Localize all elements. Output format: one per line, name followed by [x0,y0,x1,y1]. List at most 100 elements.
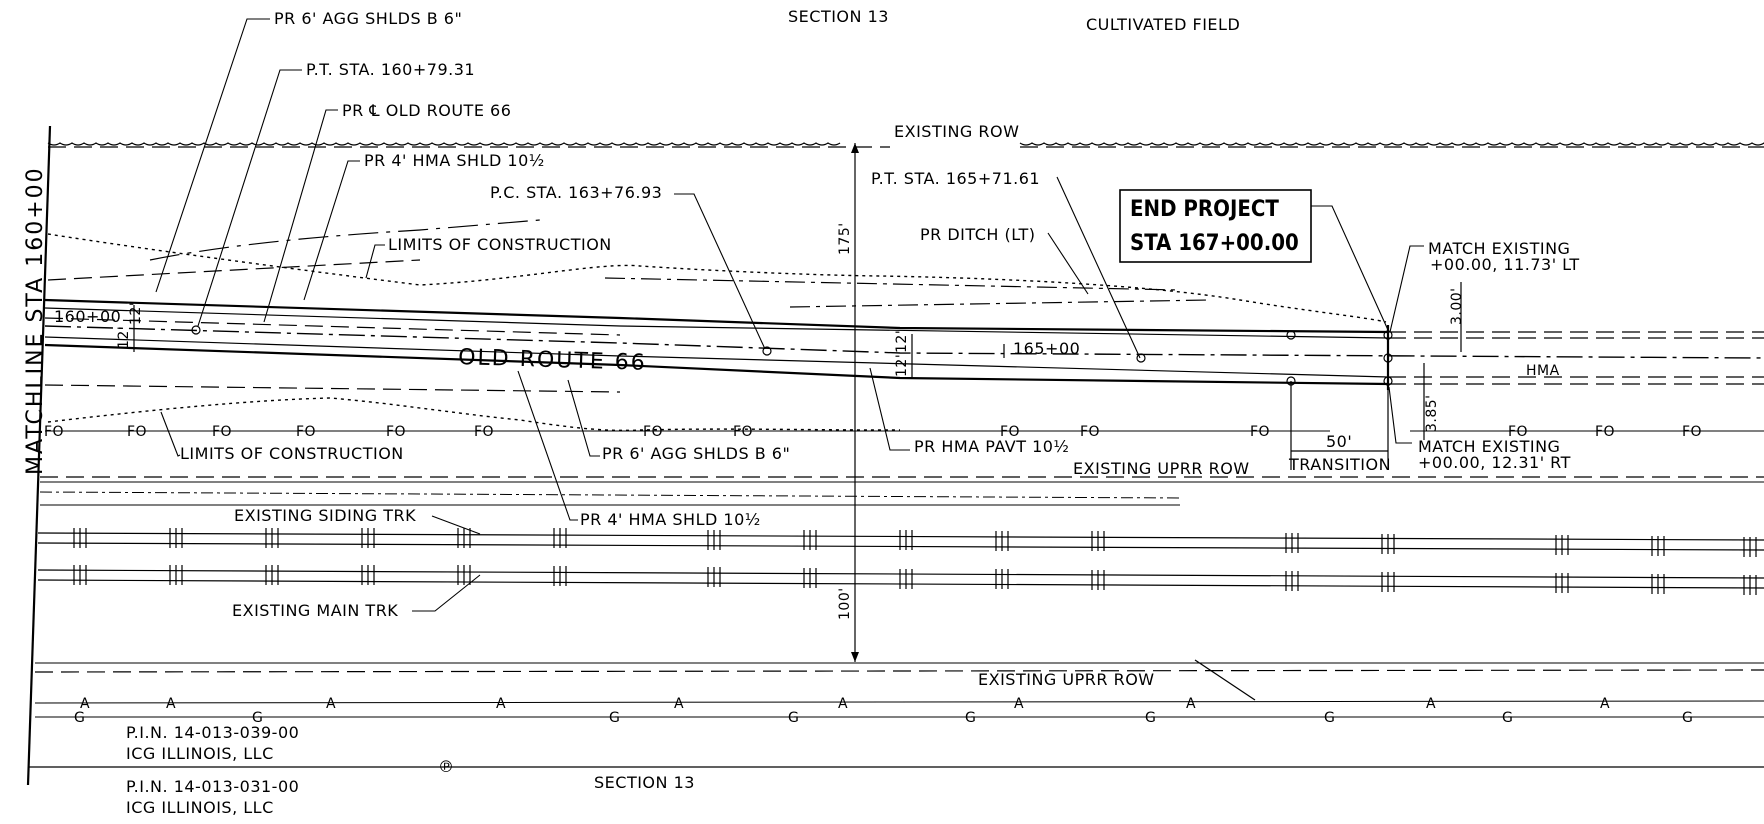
pr-ditch-flow [789,299,1211,308]
pr-hma-shld-bottom-label: PR 4' HMA SHLD 10½ [580,510,761,529]
dim-3-00-label: 3.00' [1449,287,1465,325]
fo-label-11: FO [1250,424,1270,440]
edge-of-pavement-north [44,298,1389,334]
g-label-6: G [1145,710,1156,726]
pr-cl-old-route-label: PR ℄ OLD ROUTE 66 [342,101,511,120]
dim-12a: 12' [116,326,132,349]
fiber-optic-line-2 [39,491,1181,499]
fo-label-9: FO [1000,424,1020,440]
track-ties [73,528,1757,595]
hma-label: HMA [1526,363,1560,379]
fo-label-1: FO [44,424,64,440]
match-lt-line1: MATCH EXISTING [1428,239,1570,258]
pr-hma-shld-top-label: PR 4' HMA SHLD 10½ [364,151,545,170]
pt-sta-165-label: P.T. STA. 165+71.61 [871,169,1040,188]
old-route-66-label: OLD ROUTE 66 [458,345,647,376]
cultivated-field-label: CULTIVATED FIELD [1086,15,1240,34]
end-project-callout: END PROJECT STA 167+00.00 [1119,189,1312,263]
fo-label-7: FO [643,424,663,440]
owner-2-label: ICG ILLINOIS, LLC [126,798,274,817]
g-label-5: G [965,710,976,726]
existing-utility-upper [149,219,541,261]
a-label-3: A [326,696,336,712]
limits-of-construction-upper [47,233,1387,323]
existing-siding-label: EXISTING SIDING TRK [234,506,416,525]
transition-label: TRANSITION [1288,455,1391,474]
shoulder-north [44,307,1389,339]
g-label-8: G [1502,710,1513,726]
dim-12b: 12' [128,302,144,325]
fo-label-14: FO [1682,424,1702,440]
a-label-2: A [166,696,176,712]
fo-label-8: FO [733,424,753,440]
section-top-label: SECTION 13 [788,7,889,26]
a-label-10: A [1600,696,1610,712]
existing-main-label: EXISTING MAIN TRK [232,601,398,620]
fo-label-4: FO [296,424,316,440]
lane-line-south [44,384,621,393]
existing-uprr-row-1 [40,476,1764,483]
fo-label-6: FO [474,424,494,440]
a-label-4: A [496,696,506,712]
offset-dimension-line [851,143,859,662]
owner-1-label: ICG ILLINOIS, LLC [126,744,274,763]
dim-175-label: 175' [837,222,853,255]
lane-line-north [44,317,621,336]
pr-agg-shlds-bottom-label: PR 6' AGG SHLDS B 6" [602,444,790,463]
existing-row-top [47,142,1764,148]
dim-100-label: 100' [837,587,853,620]
dim-50-label: 50' [1326,432,1352,451]
pin-1-label: P.I.N. 14-013-039-00 [126,723,299,742]
station-165-label: 165+00 [1013,339,1080,358]
pr-ditch-label: PR DITCH (LT) [920,225,1035,244]
matchline [26,125,52,786]
fo-label-10: FO [1080,424,1100,440]
g-label-9: G [1682,710,1693,726]
existing-uprr-row-2 [34,662,1764,673]
pt-sta-160-label: P.T. STA. 160+79.31 [306,60,475,79]
pl-symbol: ℗ [438,757,455,776]
matchline-label: MATCHLINE STA 160+00 [23,166,48,475]
utility-line-a [34,700,1764,704]
dim-12d: 12' [894,330,910,353]
existing-ditch-line [47,259,421,281]
pc-sta-label: P.C. STA. 163+76.93 [490,183,662,202]
g-label-1: G [74,710,85,726]
end-project-line1: END PROJECT [1130,197,1279,222]
existing-main-track [37,569,1764,589]
station-160-label: 160+00 [54,307,121,326]
existing-row-label: EXISTING ROW [894,122,1019,141]
match-lt-line2: +00.00, 11.73' LT [1430,255,1580,274]
limits-top-label: LIMITS OF CONSTRUCTION [388,235,612,254]
match-rt-line2: +00.00, 12.31' RT [1418,453,1571,472]
leader-lines [155,18,1424,612]
g-label-7: G [1324,710,1335,726]
pr-hma-pavt-label: PR HMA PAVT 10½ [914,437,1069,456]
limits-bottom-label: LIMITS OF CONSTRUCTION [180,444,404,463]
centerline-old-route-66 [44,325,1764,359]
dim-12c: 12' [894,354,910,377]
edge-of-pavement-south [44,343,1389,386]
section-bottom-label: SECTION 13 [594,773,695,792]
a-label-9: A [1426,696,1436,712]
pin-2-label: P.I.N. 14-013-031-00 [126,777,299,796]
shoulder-south [44,336,1389,378]
a-label-8: A [1186,696,1196,712]
g-label-2: G [252,710,263,726]
fo-label-13: FO [1595,424,1615,440]
fo-label-12: FO [1508,424,1528,440]
dim-3-85-label: 3.85' [1424,394,1440,432]
a-label-6: A [838,696,848,712]
existing-siding-track [37,532,1764,551]
uprr-row-leader [1194,659,1256,701]
a-label-5: A [674,696,684,712]
a-label-1: A [80,696,90,712]
match-rt-line1: MATCH EXISTING [1418,437,1560,456]
fo-label-2: FO [127,424,147,440]
end-project-line2: STA 167+00.00 [1130,231,1299,256]
fo-label-5: FO [386,424,406,440]
g-label-3: G [609,710,620,726]
existing-uprr-row-2-label: EXISTING UPRR ROW [978,670,1155,689]
fo-label-3: FO [212,424,232,440]
